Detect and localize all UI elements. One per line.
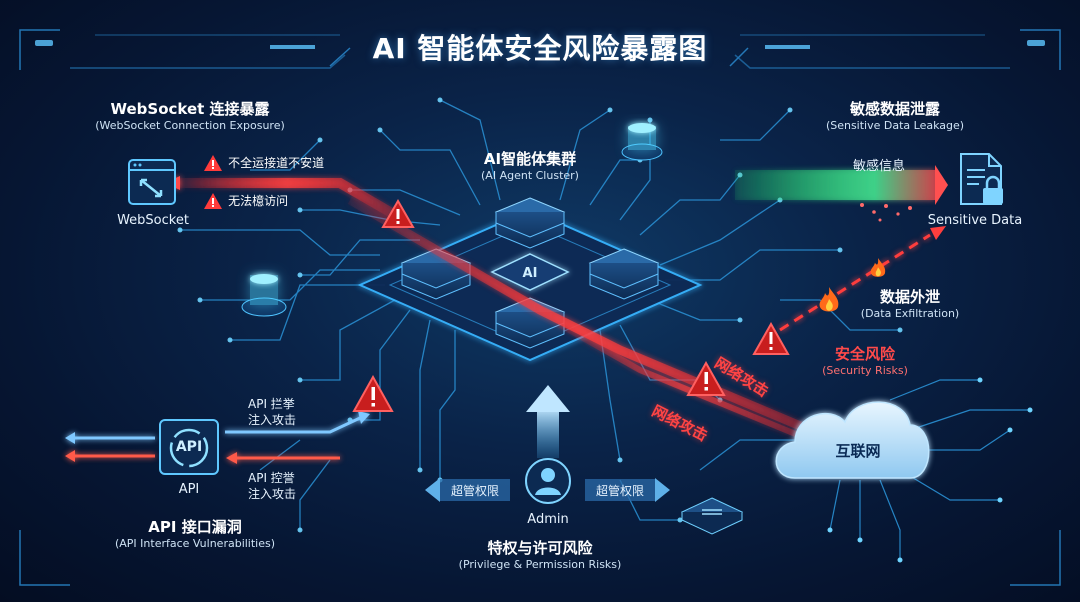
api-arrow-bottom-label: API 控誉 注入攻击 — [248, 470, 296, 502]
security-risks-subtitle: (Security Risks) — [805, 364, 925, 377]
websocket-warning-text-2: 无法檍访问 — [228, 194, 288, 208]
sensitive-icon-label: Sensitive Data — [920, 213, 1030, 228]
warning-icon — [381, 199, 415, 233]
websocket-warning-1: 不全运接道不安道 — [203, 152, 324, 172]
admin-subtitle: (Privilege & Permission Risks) — [440, 558, 640, 571]
pedestal-left — [242, 274, 286, 316]
exfiltration-subtitle: (Data Exfiltration) — [845, 307, 975, 320]
websocket-heading: WebSocket 连接暴露 (WebSocket Connection Exp… — [70, 98, 310, 132]
websocket-subtitle: (WebSocket Connection Exposure) — [70, 119, 310, 132]
exfiltration-title: 数据外泄 — [845, 286, 975, 307]
websocket-icon-label: WebSocket — [108, 213, 198, 228]
warning-icon — [203, 154, 223, 172]
sensitive-heading: 敏感数据泄露 (Sensitive Data Leakage) — [800, 98, 990, 132]
sensitive-flow-label: 敏感信息 — [853, 155, 905, 174]
svg-text:AI: AI — [523, 266, 538, 281]
websocket-title: WebSocket 连接暴露 — [70, 98, 310, 119]
websocket-warning-text-1: 不全运接道不安道 — [228, 156, 324, 170]
cluster-subtitle: (AI Agent Cluster) — [440, 169, 620, 182]
warning-icon — [352, 375, 394, 417]
page-title: AI 智能体安全风险暴露图 — [340, 27, 740, 67]
security-risks-heading: 安全风险 (Security Risks) — [805, 343, 925, 377]
api-icon: API — [158, 418, 220, 480]
server-chip-icon — [682, 498, 742, 534]
websocket-window-icon — [127, 158, 177, 208]
admin-left-arrow-label: 超管权限 — [440, 482, 510, 499]
api-title: API 接口漏洞 — [80, 516, 310, 537]
document-lock-icon — [957, 152, 1009, 212]
cluster-title: AI智能体集群 — [440, 148, 620, 169]
api-arrow-top-line2: 注入攻击 — [248, 412, 296, 428]
warning-icon — [752, 322, 790, 360]
cluster-label: AI智能体集群 (AI Agent Cluster) — [440, 148, 620, 182]
fire-icon — [868, 256, 888, 284]
api-arrow-bottom-line2: 注入攻击 — [248, 486, 296, 502]
sensitive-subtitle: (Sensitive Data Leakage) — [800, 119, 990, 132]
admin-title: 特权与许可风险 — [440, 537, 640, 558]
warning-icon — [203, 192, 223, 210]
security-risks-title: 安全风险 — [805, 343, 925, 364]
admin-label: Admin — [508, 512, 588, 527]
fire-icon — [816, 285, 842, 319]
internet-label: 互联网 — [808, 440, 908, 461]
admin-heading: 特权与许可风险 (Privilege & Permission Risks) — [440, 537, 640, 571]
api-icon-label: API — [158, 482, 220, 497]
api-arrow-bottom-line1: API 控誉 — [248, 470, 296, 486]
leak-beam — [735, 165, 948, 222]
api-arrow-top-label: API 拦挙 注入攻击 — [248, 396, 296, 428]
admin-right-arrow-label: 超管权限 — [585, 482, 655, 499]
websocket-warning-2: 无法檍访问 — [203, 190, 288, 210]
api-subtitle: (API Interface Vulnerabilities) — [80, 537, 310, 550]
sensitive-title: 敏感数据泄露 — [800, 98, 990, 119]
exfiltration-heading: 数据外泄 (Data Exfiltration) — [845, 286, 975, 320]
api-heading: API 接口漏洞 (API Interface Vulnerabilities) — [80, 516, 310, 550]
api-icon-text: API — [158, 439, 220, 455]
admin-user-icon — [524, 457, 572, 509]
api-arrow-top-line1: API 拦挙 — [248, 396, 296, 412]
pedestal-top — [622, 123, 662, 160]
